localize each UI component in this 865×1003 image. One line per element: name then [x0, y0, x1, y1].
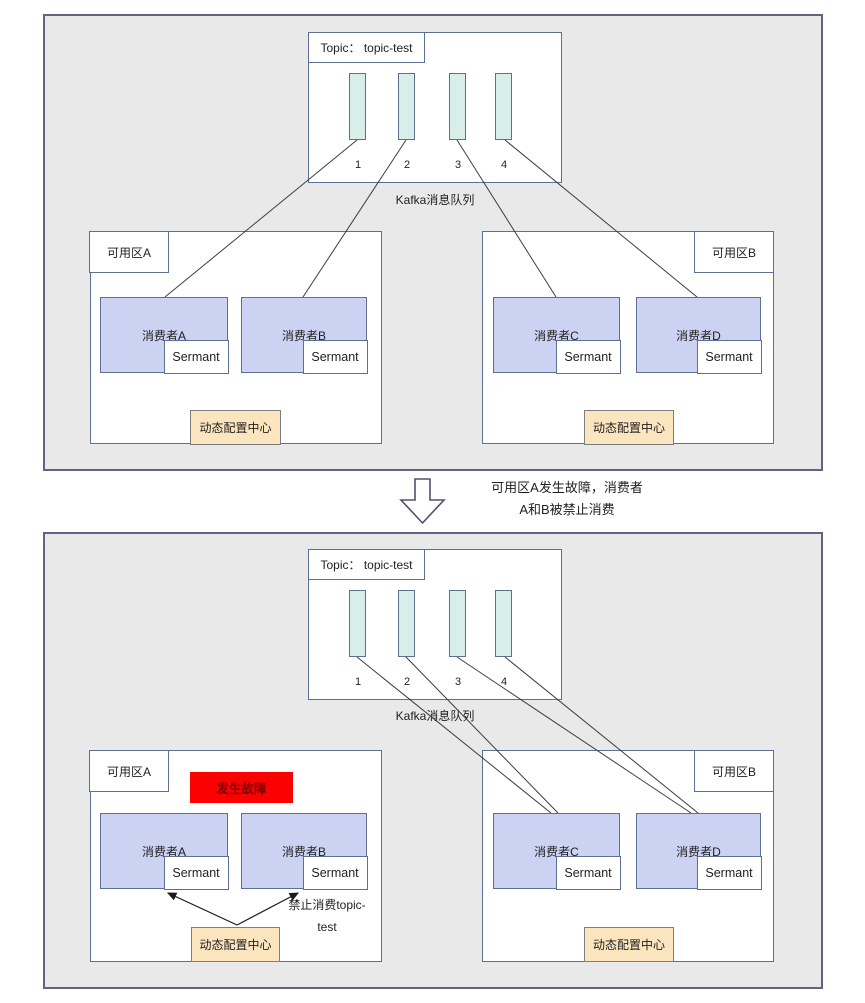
topic-label-top: Topic： topic-test [308, 32, 425, 63]
zone-label-text: 可用区A [106, 764, 151, 779]
consumer-label: 消费者A [141, 328, 186, 343]
sermant-box: Sermant [555, 855, 621, 890]
partition-number: 1 [354, 159, 362, 171]
partition-3-top [449, 73, 466, 140]
fault-badge: 发生故障 [190, 772, 293, 803]
sermant-box: Sermant [163, 855, 229, 890]
consumer-label: 消费者C [534, 844, 579, 859]
zone-b-bottom-label: 可用区B [694, 750, 774, 792]
partition-4-bottom [495, 590, 512, 657]
consumer-a-top: 消费者A Sermant [100, 297, 229, 374]
consumer-label: 消费者B [281, 844, 326, 859]
partition-2-top [398, 73, 415, 140]
config-center-label: 动态配置中心 [199, 421, 272, 435]
kafka-caption-top: Kafka消息队列 [395, 193, 475, 207]
partition-2-bottom [398, 590, 415, 657]
consumer-b-bottom: 消费者B Sermant [241, 813, 368, 890]
consumer-d-top: 消费者D Sermant [636, 297, 762, 374]
consumer-d-bottom: 消费者D Sermant [636, 813, 762, 890]
zone-b-top-label: 可用区B [694, 231, 774, 273]
zone-label-text: 可用区B [711, 245, 756, 260]
partition-1-bottom [349, 590, 366, 657]
topic-label-text: Topic： topic-test [320, 558, 413, 572]
sermant-box: Sermant [302, 339, 368, 374]
sermant-box: Sermant [696, 855, 762, 890]
consumer-label: 消费者D [676, 328, 721, 343]
sermant-label: Sermant [705, 349, 753, 364]
partition-number: 2 [403, 676, 411, 688]
sermant-label: Sermant [705, 865, 753, 880]
sermant-label: Sermant [564, 349, 612, 364]
partition-number: 2 [403, 159, 411, 171]
consumer-label: 消费者D [676, 844, 721, 859]
ban-note: 禁止消费topic- test [268, 894, 386, 938]
consumer-label: 消费者A [141, 844, 186, 859]
consumer-c-top: 消费者C Sermant [493, 297, 621, 374]
topic-label-bottom: Topic： topic-test [308, 549, 425, 580]
config-center-label: 动态配置中心 [592, 421, 665, 435]
config-center-label: 动态配置中心 [199, 938, 272, 952]
zone-label-text: 可用区A [106, 245, 151, 260]
topic-label-text: Topic： topic-test [320, 41, 413, 55]
partition-4-top [495, 73, 512, 140]
consumer-label: 消费者B [281, 328, 326, 343]
transition-note-line2: A和B被禁止消费 [519, 502, 615, 517]
sermant-box: Sermant [696, 339, 762, 374]
config-center-zone-a-top: 动态配置中心 [190, 410, 281, 445]
sermant-box: Sermant [555, 339, 621, 374]
zone-label-text: 可用区B [711, 764, 756, 779]
partition-number: 1 [354, 676, 362, 688]
sermant-label: Sermant [172, 865, 220, 880]
fault-label: 发生故障 [216, 782, 267, 796]
consumer-a-bottom: 消费者A Sermant [100, 813, 229, 890]
config-center-label: 动态配置中心 [592, 938, 665, 952]
consumer-c-bottom: 消费者C Sermant [493, 813, 621, 890]
transition-note-line1: 可用区A发生故障，消费者 [491, 480, 643, 495]
partition-1-top [349, 73, 366, 140]
config-center-zone-a-bottom: 动态配置中心 [191, 927, 280, 962]
partition-number: 3 [454, 676, 462, 688]
zone-a-top-label: 可用区A [89, 231, 169, 273]
sermant-label: Sermant [311, 349, 359, 364]
config-center-zone-b-bottom: 动态配置中心 [584, 927, 674, 962]
config-center-zone-b-top: 动态配置中心 [584, 410, 674, 445]
consumer-label: 消费者C [534, 328, 579, 343]
kafka-caption-bottom: Kafka消息队列 [395, 709, 475, 723]
sermant-box: Sermant [163, 339, 229, 374]
partition-number: 4 [500, 159, 508, 171]
partition-3-bottom [449, 590, 466, 657]
sermant-box: Sermant [302, 855, 368, 890]
zone-a-bottom-label: 可用区A [89, 750, 169, 792]
sermant-label: Sermant [311, 865, 359, 880]
ban-note-line1: 禁止消费topic- [288, 898, 366, 912]
sermant-label: Sermant [564, 865, 612, 880]
sermant-label: Sermant [172, 349, 220, 364]
partition-number: 3 [454, 159, 462, 171]
partition-number: 4 [500, 676, 508, 688]
down-arrow-icon [399, 478, 446, 525]
transition-note: 可用区A发生故障，消费者 A和B被禁止消费 [452, 477, 682, 521]
ban-note-line2: test [317, 920, 337, 934]
consumer-b-top: 消费者B Sermant [241, 297, 368, 374]
